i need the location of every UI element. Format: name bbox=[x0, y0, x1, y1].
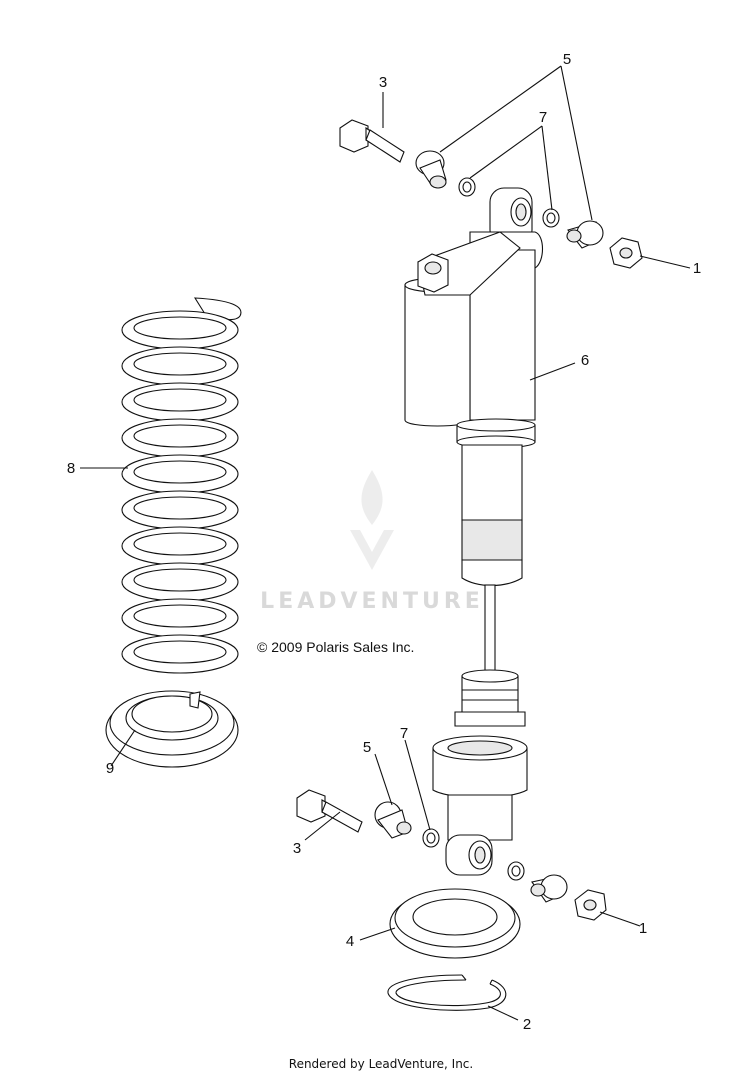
callout-7-bottom: 7 bbox=[400, 725, 408, 742]
spring-coil-inner bbox=[133, 388, 227, 412]
callout-7-top: 7 bbox=[539, 109, 547, 126]
top-bolt bbox=[339, 119, 405, 163]
watermark-text: LEADVENTURE bbox=[260, 589, 484, 614]
retainer-ring bbox=[389, 888, 521, 959]
callout-4: 4 bbox=[346, 933, 354, 950]
spring-coil-inner bbox=[133, 604, 227, 628]
footer-credit: Rendered by LeadVenture, Inc. bbox=[289, 1057, 473, 1071]
top-washer-left bbox=[458, 177, 476, 197]
bottom-bushing-left bbox=[374, 801, 412, 839]
spring-coil-inner bbox=[133, 496, 227, 520]
callout-3-top: 3 bbox=[379, 74, 387, 91]
callout-5-top: 5 bbox=[563, 51, 571, 68]
leader-lines bbox=[80, 65, 691, 1021]
callout-3-bottom: 3 bbox=[293, 840, 301, 857]
callout-labels: 1 1 2 3 3 4 5 5 6 7 7 8 9 bbox=[67, 51, 701, 1033]
copyright-text: © 2009 Polaris Sales Inc. bbox=[257, 639, 414, 655]
spring-coil-inner bbox=[133, 424, 227, 448]
bottom-lock-nut bbox=[574, 889, 607, 921]
bottom-washer-left bbox=[422, 828, 440, 848]
spring-coil-inner bbox=[133, 532, 227, 556]
bottom-bushing-right bbox=[530, 874, 568, 903]
callout-8: 8 bbox=[67, 460, 75, 477]
bottom-washer-right bbox=[507, 861, 525, 881]
top-bushing-right bbox=[566, 220, 604, 249]
callout-1-bottom: 1 bbox=[639, 920, 647, 937]
leadventure-logo-icon bbox=[350, 470, 394, 570]
callout-5-bottom: 5 bbox=[363, 739, 371, 756]
shock-absorber bbox=[404, 187, 544, 876]
callout-1-top: 1 bbox=[693, 260, 701, 277]
callout-6: 6 bbox=[581, 352, 589, 369]
top-bushing-left bbox=[415, 150, 447, 189]
coil-spring bbox=[121, 297, 242, 674]
top-washer-right bbox=[542, 208, 560, 228]
spring-coil-inner bbox=[133, 316, 227, 340]
spring-seat bbox=[105, 690, 239, 768]
callout-9: 9 bbox=[106, 760, 114, 777]
top-lock-nut bbox=[609, 237, 643, 269]
spring-coil-inner bbox=[133, 568, 227, 592]
spring-coil-inner bbox=[133, 352, 227, 376]
callout-2: 2 bbox=[523, 1016, 531, 1033]
bottom-bolt bbox=[296, 789, 363, 833]
spring-coil-inner bbox=[133, 640, 227, 664]
spring-coil-inner bbox=[133, 460, 227, 484]
snap-ring bbox=[387, 974, 507, 1011]
leadventure-watermark: LEADVENTURE bbox=[260, 470, 484, 614]
